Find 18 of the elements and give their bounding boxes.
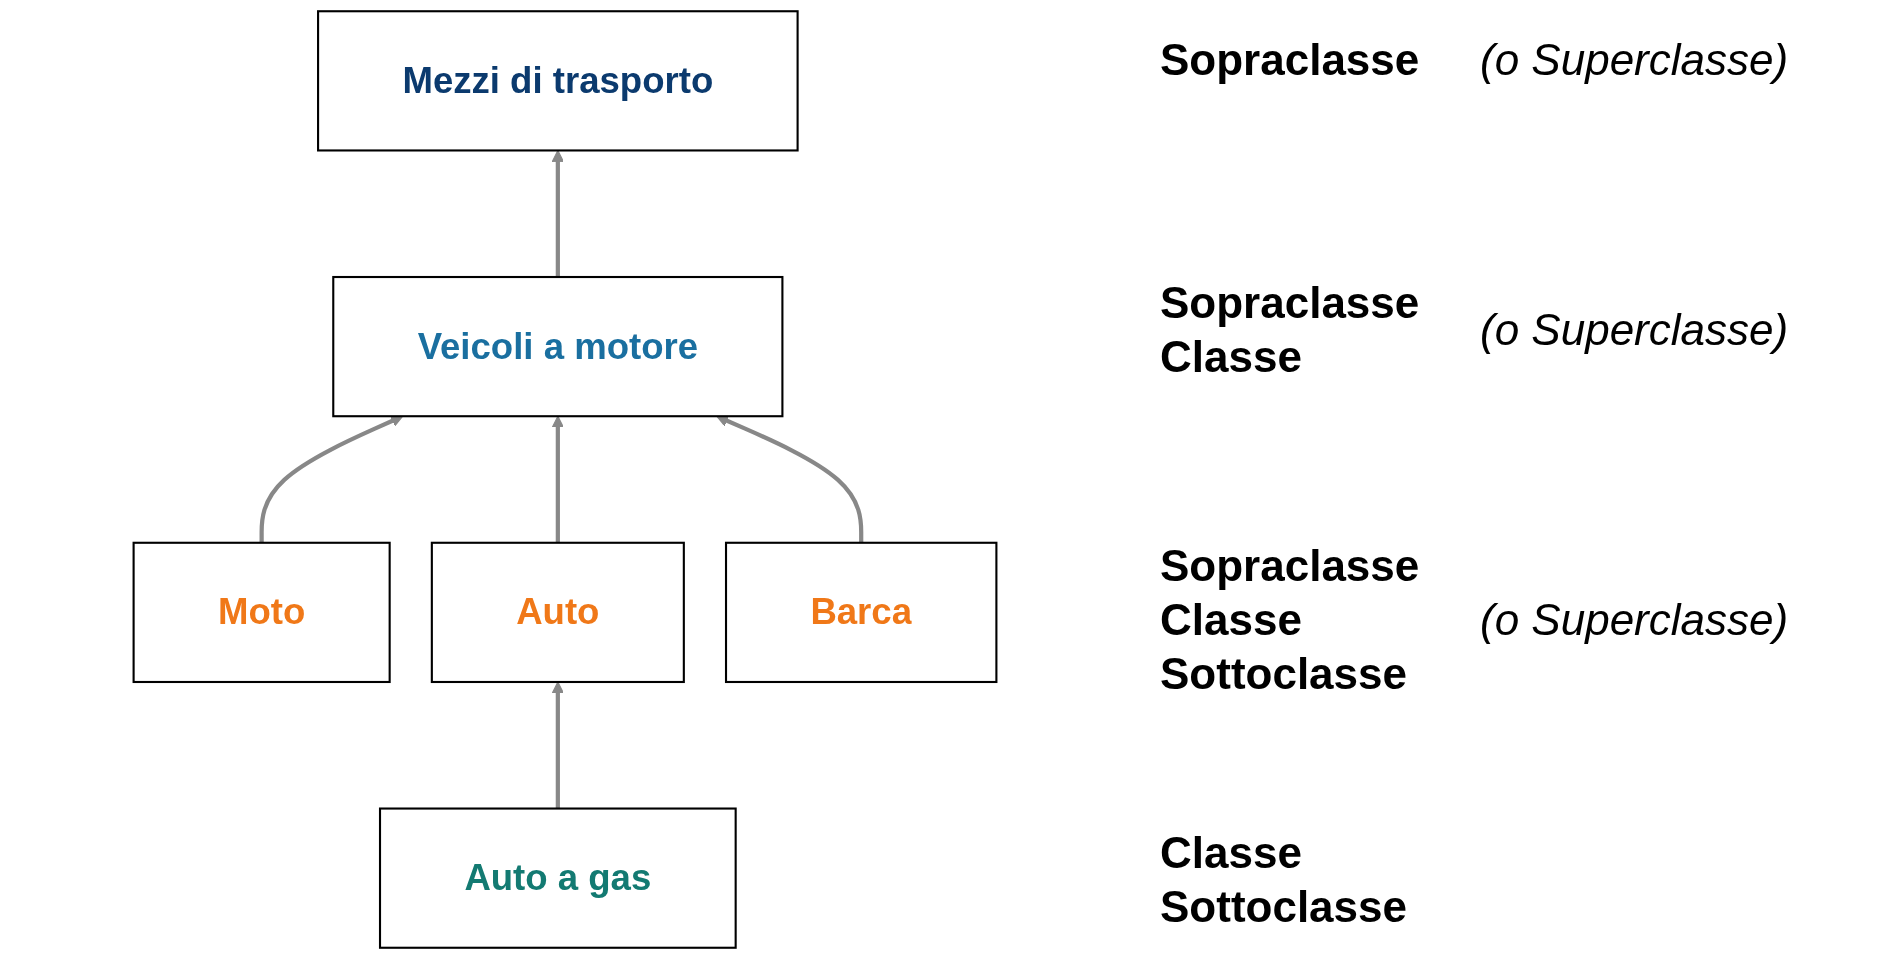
node-box: Auto: [430, 541, 685, 684]
level-label: Classe: [1160, 594, 1303, 646]
node-box: Barca: [724, 541, 998, 684]
node-box: Mezzi di trasporto: [317, 10, 799, 152]
level-label: Sottoclasse: [1160, 648, 1408, 700]
level-label: Sopraclasse: [1160, 540, 1421, 592]
node-box: Auto a gas: [378, 807, 737, 949]
arrow: [551, 681, 564, 809]
note-text: (o Superclasse): [1480, 34, 1789, 86]
level-label: Sopraclasse: [1160, 34, 1421, 86]
node-box: Moto: [132, 541, 391, 684]
level-label: Classe: [1160, 331, 1303, 383]
level-label: Sopraclasse: [1160, 277, 1421, 329]
level-label: Sottoclasse: [1160, 881, 1408, 933]
note-text: (o Superclasse): [1480, 594, 1789, 646]
level-label: Classe: [1160, 827, 1303, 879]
node-box: Veicoli a motore: [332, 275, 784, 418]
note-text: (o Superclasse): [1480, 304, 1789, 356]
